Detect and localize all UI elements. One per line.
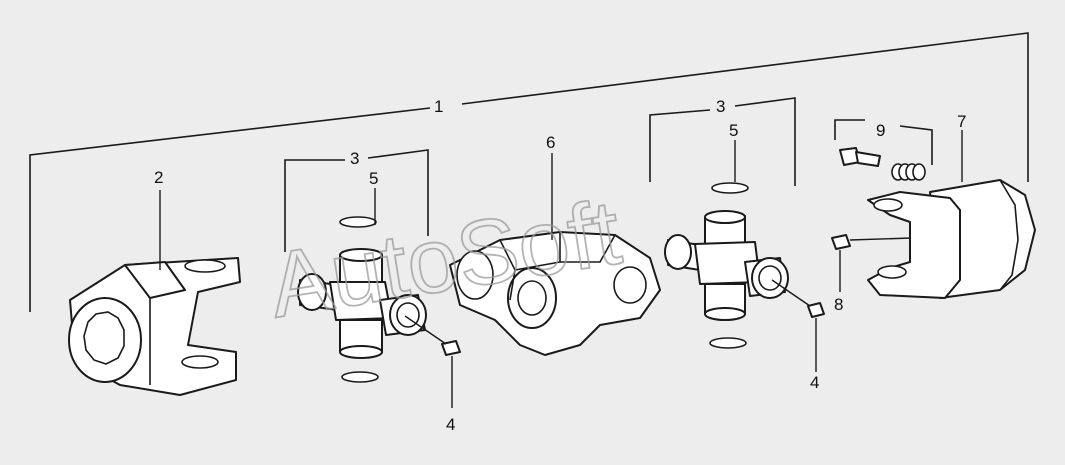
callout-8: 8 [834, 295, 843, 314]
part-cross-left [284, 149, 429, 383]
assembly-bracket-1 [29, 32, 1029, 312]
leader-lines [159, 130, 963, 270]
part-grease-nipple-8 [831, 234, 913, 292]
callout-4-left: 4 [446, 415, 455, 434]
part-bolt-washers [834, 119, 933, 181]
callout-5-left: 5 [369, 169, 378, 188]
callout-labels: 1 2 3 3 4 4 5 5 6 7 8 9 [154, 97, 966, 434]
callout-2: 2 [154, 168, 163, 187]
part-spline-yoke [68, 257, 241, 396]
callout-3-left: 3 [350, 149, 359, 168]
part-grease-nipple-right [771, 279, 825, 372]
callout-7: 7 [957, 112, 966, 131]
callout-1: 1 [434, 97, 443, 116]
callout-4-right: 4 [810, 373, 819, 392]
part-center-coupling [449, 231, 661, 356]
part-grease-nipple-left [404, 315, 461, 408]
part-cross-right [649, 97, 796, 349]
callout-3-right: 3 [716, 97, 725, 116]
part-flange-yoke [867, 179, 1036, 299]
callout-6: 6 [546, 133, 555, 152]
callout-5-right: 5 [729, 121, 738, 140]
callout-9: 9 [876, 121, 885, 140]
